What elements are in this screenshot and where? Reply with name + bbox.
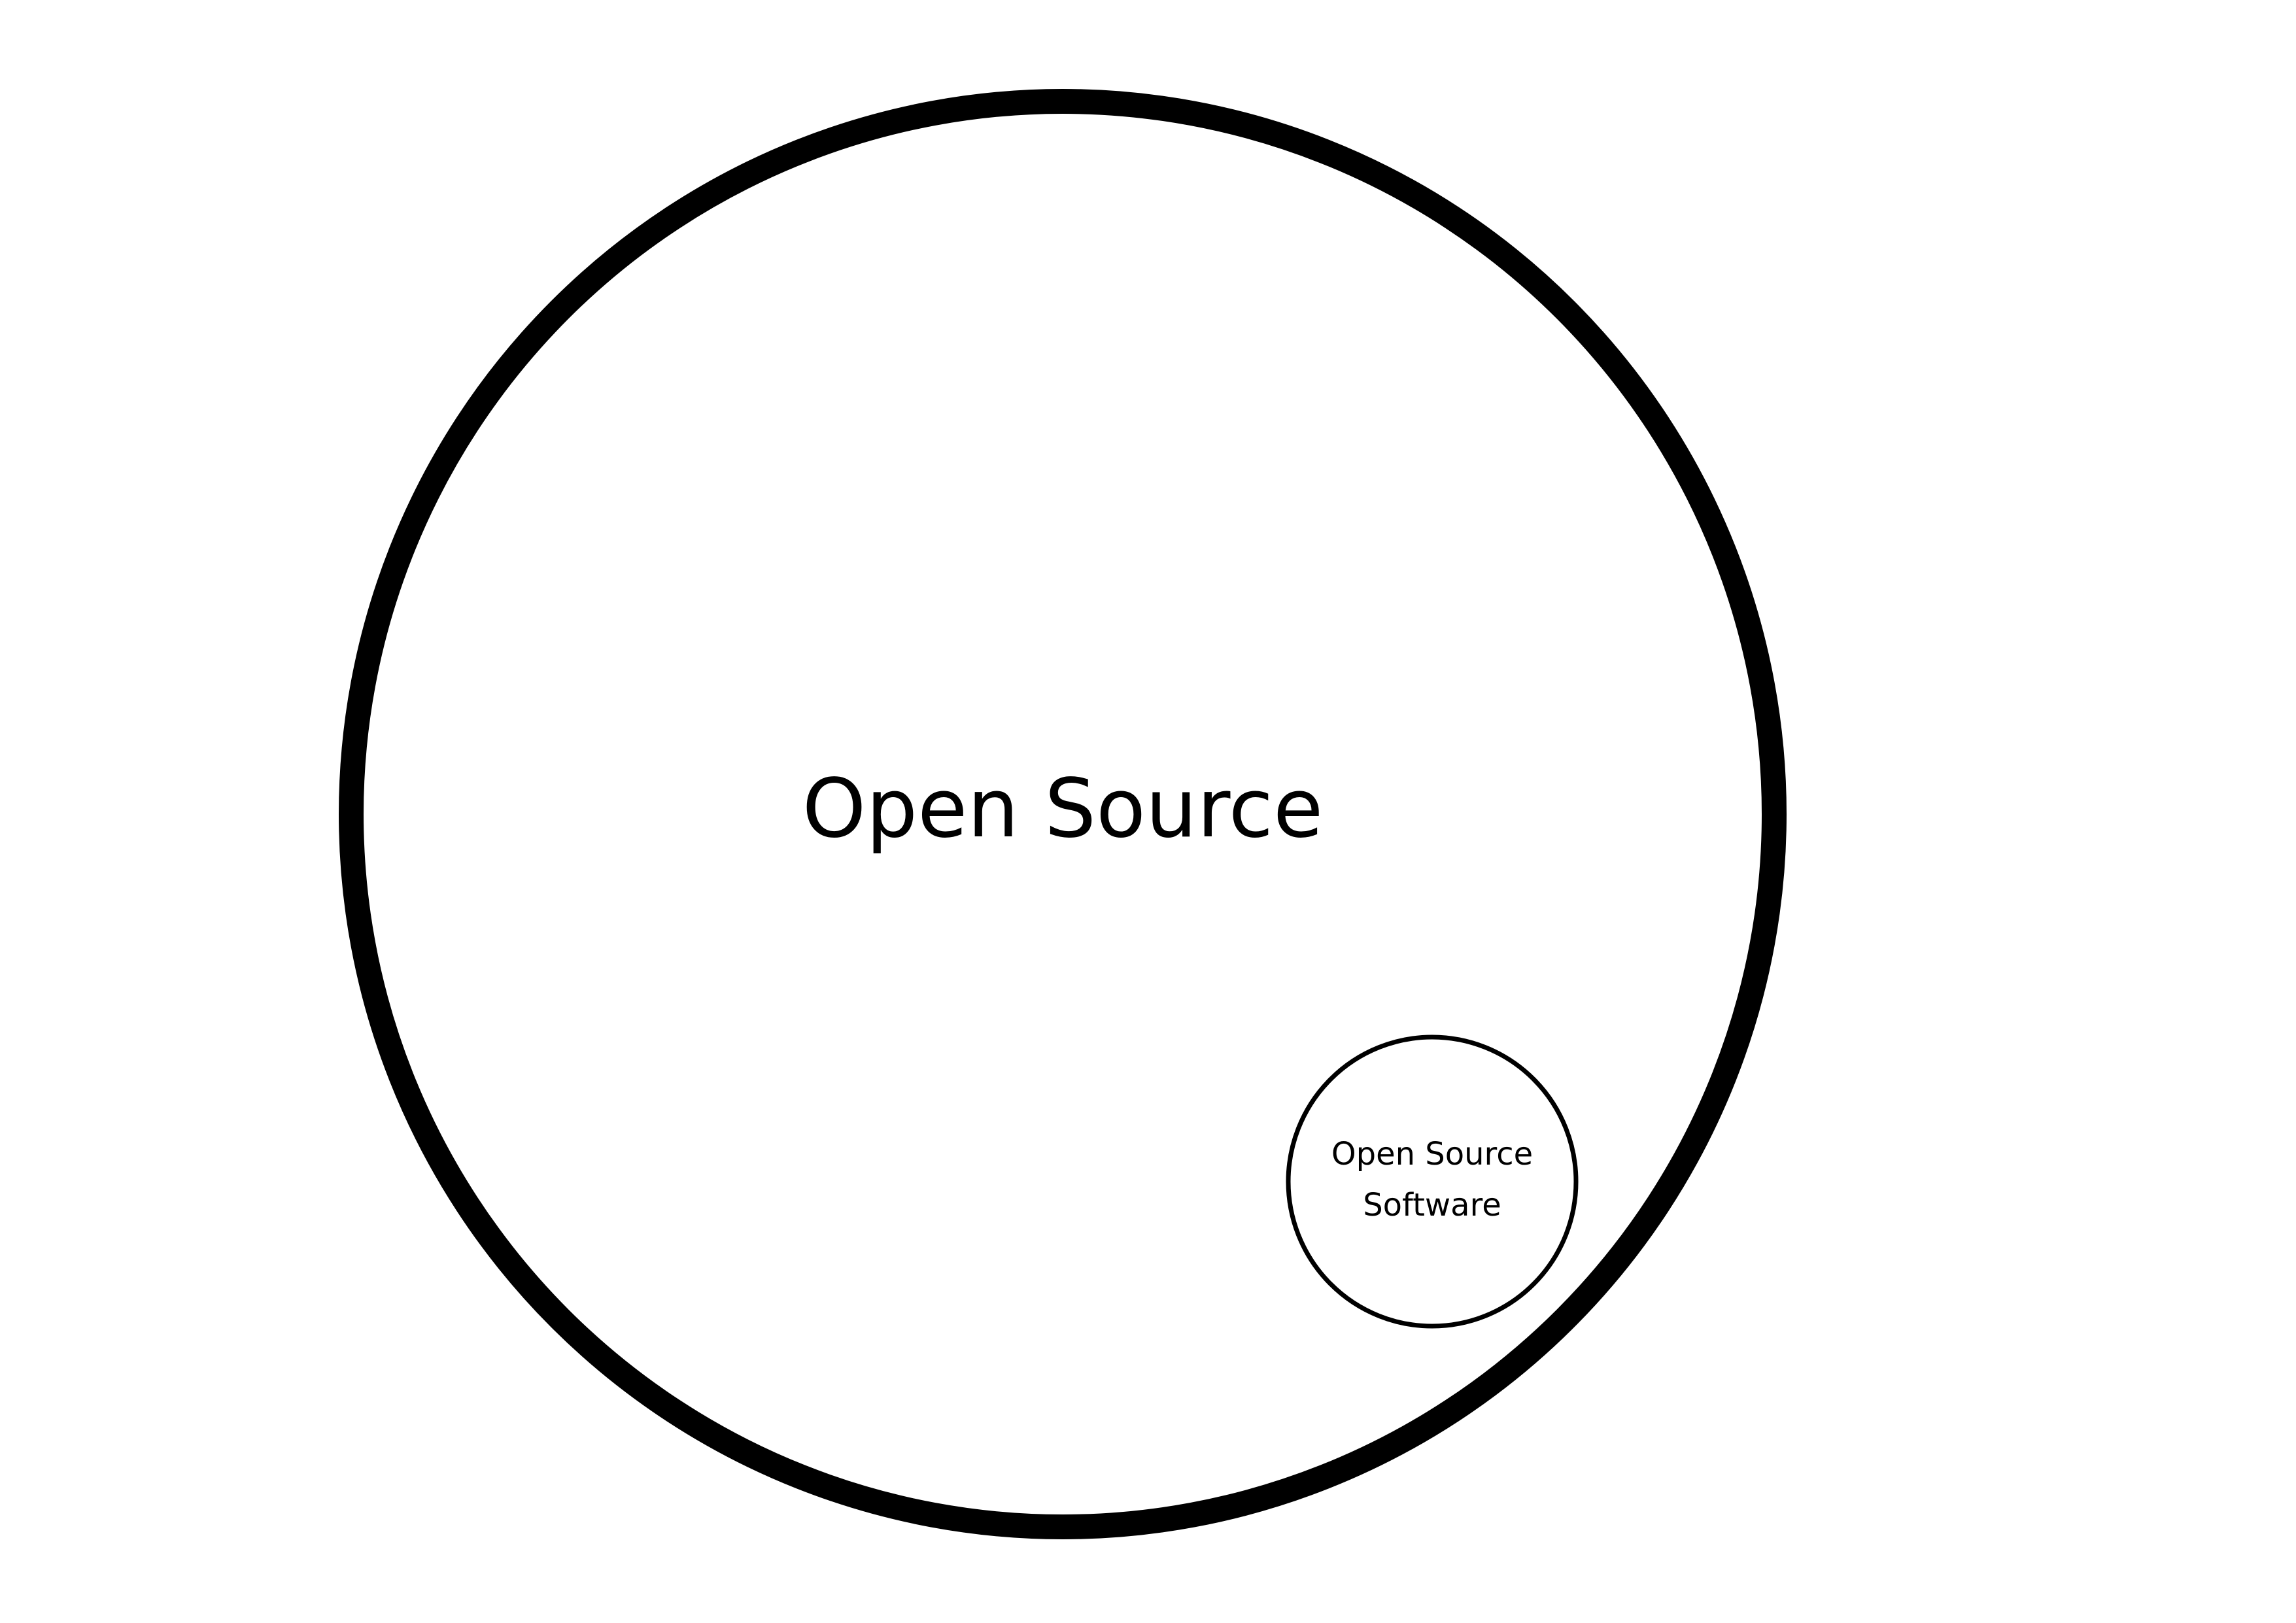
outer-circle-label: Open Source — [802, 762, 1324, 856]
outer-circle-open-source — [339, 89, 1787, 1539]
inner-circle-open-source-software — [1286, 1034, 1579, 1329]
inner-circle-label-line-2: Software — [1363, 1187, 1501, 1223]
inner-circle-label-line-1: Open Source — [1331, 1136, 1533, 1172]
